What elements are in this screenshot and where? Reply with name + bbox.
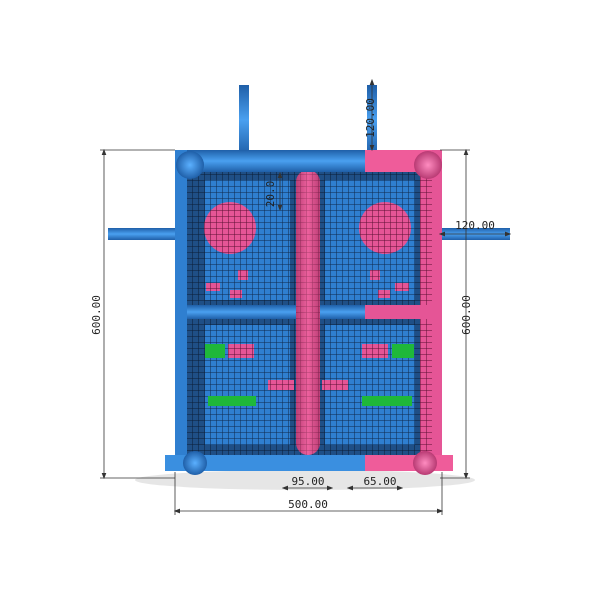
anchor-tube-left [108, 228, 178, 240]
block-green-right-1 [392, 344, 414, 358]
wall-left [175, 150, 187, 468]
block-pink-center-left [268, 380, 294, 390]
dim-label-height-right: 600.00 [460, 295, 473, 335]
block-pink-right [362, 344, 388, 358]
dim-label-anchor-top: 120.00 [364, 98, 377, 138]
obstacle-small-left-2 [206, 283, 220, 291]
block-green-right-2 [362, 396, 412, 406]
obstacle-small-left-1 [238, 270, 248, 280]
obstacle-small-left-3 [230, 290, 242, 298]
dimension-lines [100, 78, 512, 515]
wall-top-blue [175, 150, 365, 172]
wall-bottom-pink [365, 455, 453, 471]
divider-horizontal-pink [365, 305, 436, 319]
block-green-left-1 [205, 344, 225, 358]
corner-post-icon [176, 151, 204, 179]
wall-right [432, 150, 442, 468]
obstacle-small-right-1 [370, 270, 380, 280]
dim-label-width-bottom: 500.00 [288, 498, 328, 511]
dim-label-height-left: 600.00 [90, 295, 103, 335]
block-pink-center-right [322, 380, 348, 390]
wall-bottom-blue [165, 455, 365, 471]
target-circle-left [204, 202, 256, 254]
corner-post-icon [183, 451, 207, 475]
obstacle-small-right-3 [378, 290, 390, 298]
block-green-left-2 [208, 396, 256, 406]
obstacle-small-right-2 [395, 283, 409, 291]
target-circle-right [359, 202, 411, 254]
divider-vertical-mesh [296, 170, 320, 455]
corner-post-icon [414, 151, 442, 179]
block-pink-left [228, 344, 254, 358]
corner-post-icon [413, 451, 437, 475]
dim-label-anchor-right: 120.00 [455, 219, 495, 232]
dim-label-gap-center: 95.00 [291, 475, 324, 488]
dim-label-gap-right: 65.00 [363, 475, 396, 488]
floor-shadow [135, 470, 475, 490]
dim-label-inner-small: 20.0 [264, 181, 277, 208]
anchor-tube-top-left [239, 85, 249, 155]
